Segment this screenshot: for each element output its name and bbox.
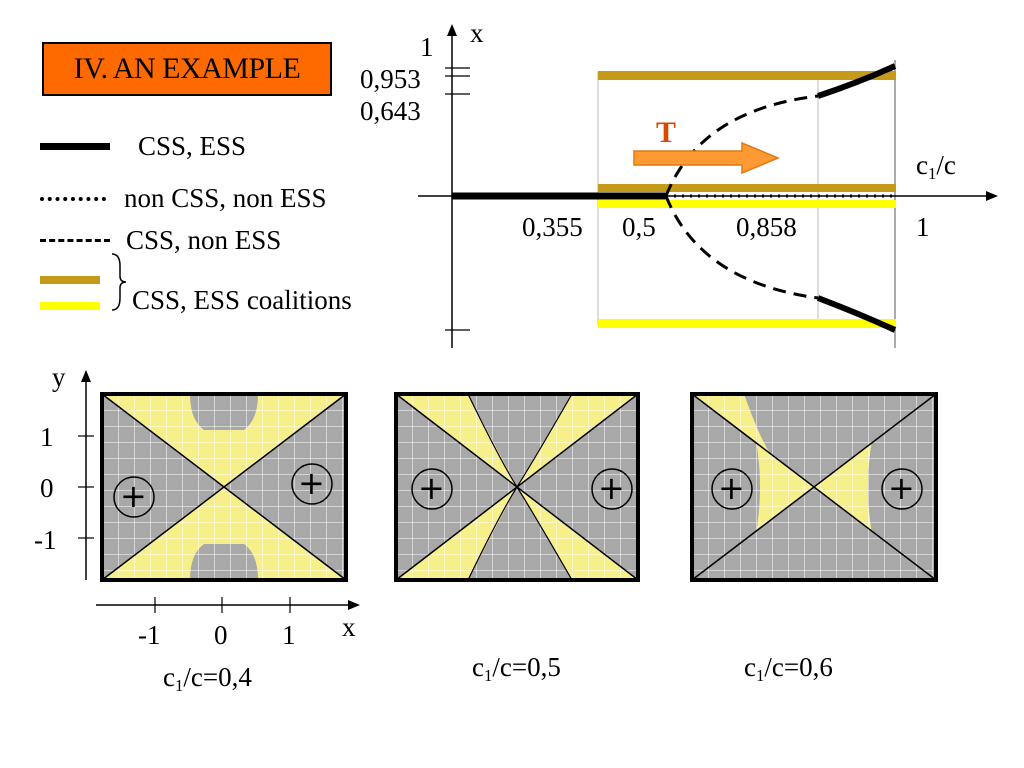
slide-title: IV. AN EXAMPLE [42, 42, 332, 96]
bif-x-tick-label: 0,5 [622, 212, 656, 242]
slide-title-text: IV. AN EXAMPLE [73, 52, 301, 85]
panel-caption: c1/c=0,4 [163, 662, 252, 696]
plus-icon: + [120, 477, 147, 515]
bif-y-tick-label: 0,643 [360, 96, 421, 126]
plus-circle-icon [591, 468, 633, 510]
panel-x-tick-label: 1 [282, 620, 296, 650]
css-ess-upper-end [817, 63, 897, 99]
panel-y-tick-label: -1 [34, 525, 57, 555]
css-ess-lower-end [816, 295, 897, 333]
plus-circle-icon [291, 463, 333, 505]
plus-icon: + [598, 469, 625, 507]
legend-label: CSS, non ESS [126, 224, 282, 255]
panel-y-tick-label: 1 [40, 422, 54, 452]
plus-icon: + [718, 469, 745, 507]
legend-item-css-ess: CSS, ESS [40, 130, 246, 162]
plus-circle-icon [881, 468, 923, 510]
bif-y-tick-label: 1 [420, 32, 434, 62]
panel-c04 [100, 392, 348, 582]
plus-icon: + [298, 464, 325, 502]
legend-label: non CSS, non ESS [124, 182, 327, 213]
panel-caption: c1/c=0,5 [472, 652, 561, 686]
plus-icon: + [418, 469, 445, 507]
coalition-band-yellow-mid [598, 200, 896, 208]
x-axis-arrow-icon [986, 191, 998, 201]
plus-circle-icon [113, 476, 155, 518]
legend-item-css-non-ess: CSS, non ESS [40, 224, 281, 256]
coalition-band-gold-mid [598, 184, 896, 192]
bif-y-tick-label: 0,953 [360, 64, 421, 94]
t-arrow-label: T [656, 116, 677, 149]
dashed-line-sample [40, 238, 110, 242]
legend-label: CSS, ESS [138, 130, 247, 161]
plus-icon: + [888, 469, 915, 507]
css-non-ess-upper [664, 94, 819, 197]
coalition-band-gold-top [598, 71, 896, 80]
panel-x-axis-arrow-icon [348, 600, 360, 610]
y-axis-arrow-icon [447, 24, 457, 36]
panel-x-axis-label: x [342, 612, 356, 642]
legend-label: CSS, ESS coalitions [132, 284, 352, 315]
panel-y-axis-label: y [52, 362, 66, 392]
brace-icon [110, 253, 128, 330]
panel-caption: c1/c=0,6 [744, 652, 833, 686]
plus-circle-icon [411, 468, 453, 510]
panel-x-tick-label: 0 [214, 620, 228, 650]
panel-y-tick-label: 0 [40, 473, 54, 503]
panel-y-axis-arrow-icon [81, 370, 91, 382]
bif-x-tick-label: 0,858 [736, 212, 797, 242]
bif-x-tick-label: 1 [916, 212, 930, 242]
panel-x-tick-label: -1 [138, 620, 161, 650]
coalition-sample [40, 276, 104, 316]
bif-x-axis-label: c1/c [916, 150, 956, 184]
legend-item-non-css: non CSS, non ESS [40, 182, 327, 214]
solid-line-sample [40, 142, 110, 150]
t-arrow-icon [633, 141, 780, 175]
panel-c05 [394, 392, 640, 582]
bif-x-tick-label: 0,355 [522, 212, 583, 242]
legend-item-coalitions: CSS, ESS coalitions [40, 253, 352, 316]
css-non-ess-lower [664, 195, 819, 300]
bif-y-axis-label: x [470, 18, 484, 48]
coalition-band-yellow-bottom [598, 319, 896, 328]
dotted-line-sample [40, 197, 106, 201]
panel-c06 [690, 392, 938, 582]
plus-circle-icon [711, 468, 753, 510]
